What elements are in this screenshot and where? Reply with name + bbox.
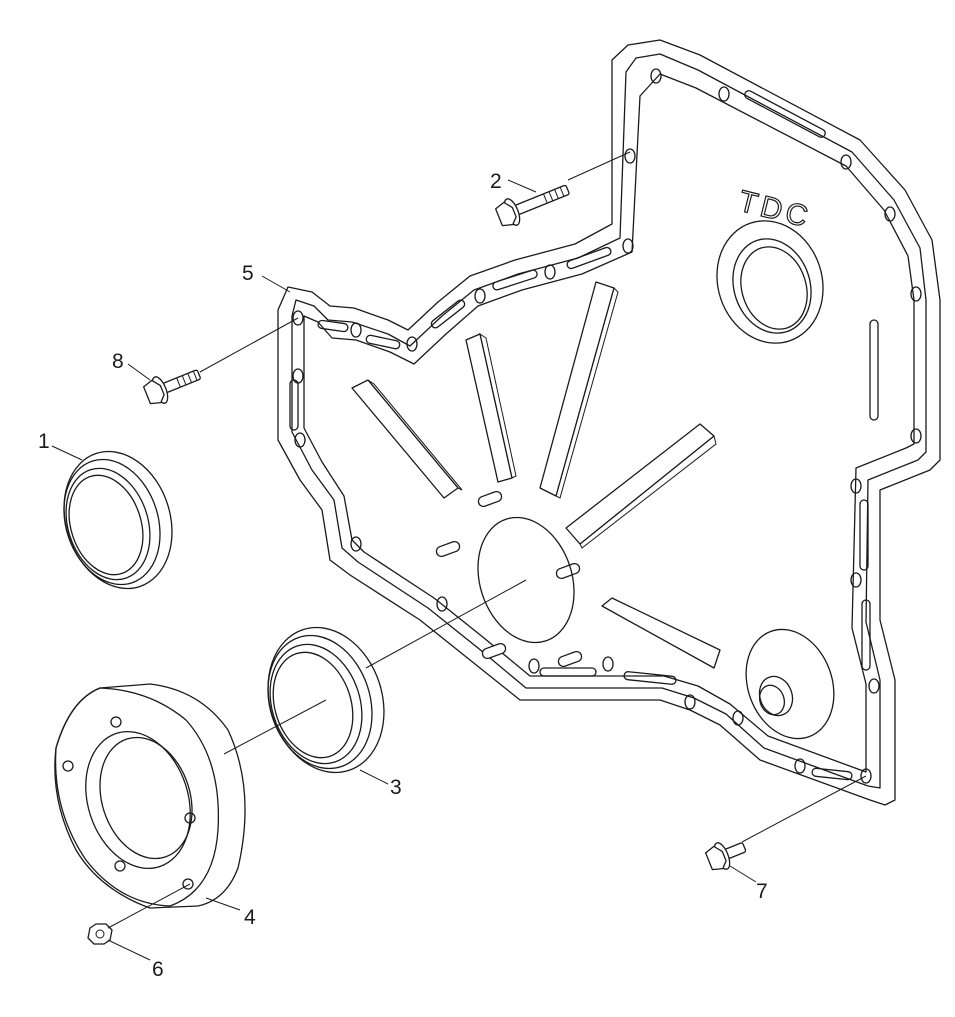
gear-cover-ribs: [351, 281, 721, 669]
leader-7-axis: [741, 775, 867, 843]
callout-1: 1: [38, 430, 50, 453]
leader-3: [359, 769, 389, 785]
leader-lines: [51, 151, 867, 961]
callout-labels: 1 2 3 4 5 6 7 8: [38, 170, 768, 981]
leader-3-axis: [365, 579, 527, 669]
leader-2-axis: [567, 151, 631, 181]
gear-cover-dowel-pins: [435, 490, 583, 668]
gear-cover-outer-edge: [277, 39, 941, 806]
gear-cover-bolt-holes: [292, 68, 922, 784]
housing-part-4: [54, 683, 246, 909]
bolt-part-2: [494, 184, 570, 227]
leader-4-axis: [223, 699, 327, 755]
gear-cover-inner-recess: [303, 73, 915, 773]
seal-part-1: [63, 450, 173, 590]
callout-8: 8: [112, 350, 124, 373]
leader-4: [205, 897, 241, 911]
gear-cover-gasket-line: [291, 53, 927, 789]
leader-5: [261, 275, 291, 293]
callout-2: 2: [490, 170, 502, 193]
leader-6-axis: [107, 883, 191, 929]
leader-1: [51, 445, 83, 461]
leader-8-axis: [199, 317, 299, 373]
callout-5: 5: [242, 262, 254, 285]
leader-8: [127, 363, 151, 381]
bolt-part-7: [704, 842, 747, 871]
crankshaft-bore: [477, 516, 575, 644]
tdc-marking: TDC: [735, 185, 814, 235]
leader-2: [507, 179, 537, 193]
leader-6: [107, 939, 151, 961]
callout-4: 4: [244, 906, 256, 929]
gear-cover-upper-bore: [716, 220, 824, 344]
nut-part-6: [87, 923, 113, 945]
gear-cover-flange-slots: [289, 90, 879, 781]
callout-7: 7: [756, 880, 768, 903]
gear-cover-lower-boss: [745, 628, 835, 740]
leader-7: [729, 865, 757, 883]
bolt-part-8: [142, 369, 201, 405]
callout-3: 3: [390, 776, 402, 799]
callout-6: 6: [152, 958, 164, 981]
